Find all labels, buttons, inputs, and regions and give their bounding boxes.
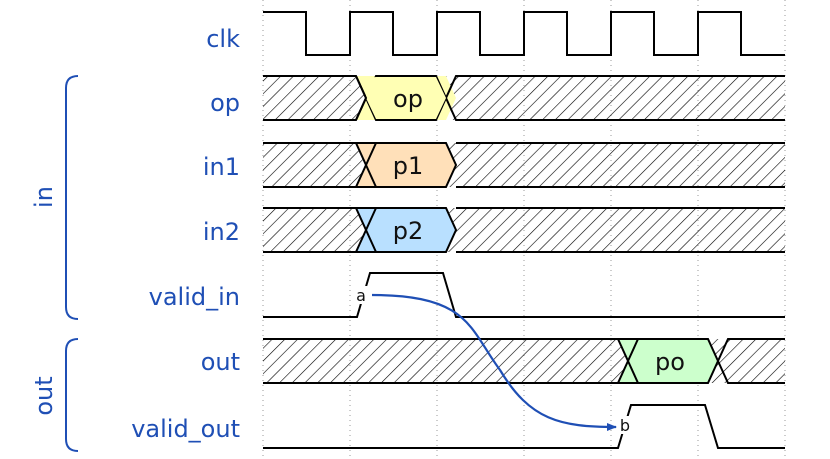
op-value-text: op [393,85,423,113]
label-valid-in: valid_in [149,283,240,311]
valid-in-waveform: a [263,272,785,318]
in2-waveform: p2 [263,207,785,253]
in1-waveform: p1 [263,142,785,188]
op-dontcare-a [263,76,366,120]
node-a-label: a [356,286,366,305]
valid-out-line [263,404,785,449]
label-out: out [201,348,240,376]
group-in: in [30,75,79,320]
valid-in-line [263,272,785,318]
op-box-outline [355,75,436,121]
clk-waveform [263,11,785,56]
node-b-label: b [620,416,630,435]
label-in2: in2 [203,218,240,246]
label-valid-out: valid_out [131,415,240,443]
node-a-bg [354,286,368,304]
brace-in [65,75,79,320]
valid-out-waveform: b [263,404,785,449]
group-label-out: out [30,376,58,415]
in2-dontcare-b [446,208,785,252]
label-in1: in1 [203,153,240,181]
brace-out [65,338,79,452]
label-op: op [210,89,240,117]
in2-outline [263,207,785,253]
out-outline [263,338,785,384]
out-waveform: po [263,338,785,384]
label-clk: clk [206,25,240,53]
in1-value-fill [356,143,456,187]
causality-arrow [371,293,617,431]
op-value-fill [366,77,446,119]
group-label-in: in [30,186,58,208]
in1-dontcare-a [263,143,366,187]
out-dontcare-a [263,339,628,383]
out-value-fill [618,339,718,383]
in1-value-text: p1 [393,152,424,180]
in1-dontcare-b [446,143,785,187]
in1-outline [263,142,785,188]
signal-labels: clk op in1 in2 valid_in out valid_out [131,25,240,443]
out-dontcare-b [708,339,785,383]
op-dontcare-b [446,76,785,120]
node-b-bg [618,416,632,434]
group-out: out [30,338,79,452]
out-value-text: po [655,348,685,376]
in2-dontcare-a [263,208,366,252]
in2-value-text: p2 [393,217,424,245]
in2-value-fill [356,208,456,252]
op-waveform: op [263,75,785,121]
